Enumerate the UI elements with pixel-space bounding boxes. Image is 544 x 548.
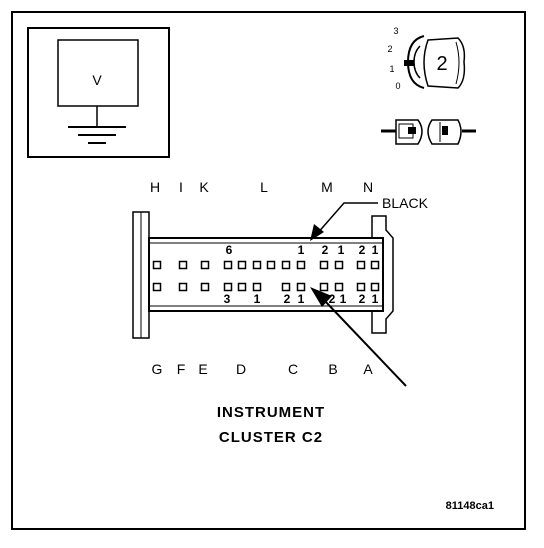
terminal-cavity xyxy=(237,260,247,270)
connector-body xyxy=(132,211,394,339)
terminal-cavity xyxy=(266,260,276,270)
diagram-frame xyxy=(11,11,526,530)
terminal-cavity xyxy=(223,260,233,270)
arrow-head xyxy=(310,287,332,307)
cavity-letter: N xyxy=(363,179,373,195)
pin-number: 1 xyxy=(340,292,347,306)
terminal-cavities xyxy=(152,260,380,292)
cavity-letter: A xyxy=(363,361,373,377)
bottom-cavity-letters: G F E D C B A xyxy=(152,361,374,377)
terminal-cavity xyxy=(370,260,380,270)
cavity-letter: H xyxy=(150,179,160,195)
pin-number: 1 xyxy=(338,243,345,257)
terminal-cavity xyxy=(237,282,247,292)
terminal-cavity xyxy=(178,282,188,292)
figure-id: 81148ca1 xyxy=(446,500,494,512)
pin-number: 2 xyxy=(284,292,291,306)
terminal-cavity xyxy=(252,260,262,270)
bottom-row-pin-numbers: 3 1 2 1 2 1 2 1 xyxy=(224,292,379,306)
terminal-cavity xyxy=(296,282,306,292)
position-label: 1 xyxy=(389,64,394,74)
pin-number: 2 xyxy=(329,292,336,306)
terminal-cavity xyxy=(334,260,344,270)
connector-number: 2 xyxy=(436,53,447,75)
terminal-cavity xyxy=(152,282,162,292)
position-label: 3 xyxy=(393,26,398,36)
terminal-cavity xyxy=(281,282,291,292)
top-cavity-letters: H I K L M N xyxy=(150,179,373,195)
terminal-cavity xyxy=(200,260,210,270)
terminal-cavity xyxy=(356,282,366,292)
probe-arrow xyxy=(323,299,407,387)
pin-number: 1 xyxy=(372,243,379,257)
cavity-letter: M xyxy=(321,179,333,195)
top-row-pin-numbers: 6 1 2 1 2 1 xyxy=(226,243,379,257)
wire-color-label: BLACK xyxy=(382,195,429,211)
pin-number: 1 xyxy=(298,243,305,257)
cavity-letter: F xyxy=(177,361,186,377)
terminal-cavity xyxy=(152,260,162,270)
position-label: 2 xyxy=(387,44,392,54)
mating-connectors-icon xyxy=(381,119,476,145)
cavity-letter: K xyxy=(199,179,209,195)
terminal-cavity xyxy=(223,282,233,292)
cavity-letter: C xyxy=(288,361,298,377)
pin-number: 2 xyxy=(359,243,366,257)
terminal-cavity xyxy=(296,260,306,270)
caption-line-1: INSTRUMENT xyxy=(217,404,325,421)
terminal-cavity xyxy=(319,282,329,292)
terminal-cavity xyxy=(370,282,380,292)
cavity-letter: E xyxy=(198,361,207,377)
cavity-letter: I xyxy=(179,179,183,195)
terminal-cavity xyxy=(252,282,262,292)
terminal-cavity xyxy=(281,260,291,270)
terminal-cavity xyxy=(319,260,329,270)
terminal-cavity xyxy=(200,282,210,292)
pin-number: 1 xyxy=(254,292,261,306)
pin-number: 1 xyxy=(372,292,379,306)
arrow-head xyxy=(310,224,324,241)
pin-number: 1 xyxy=(298,292,305,306)
voltmeter-symbol: V xyxy=(27,27,170,158)
terminal-cavity xyxy=(356,260,366,270)
cavity-letter: G xyxy=(152,361,163,377)
cavity-letter: L xyxy=(260,179,268,195)
pin-number: 6 xyxy=(226,243,233,257)
caption-line-2: CLUSTER C2 xyxy=(219,429,323,446)
connector-lock-icon: 2 3 2 1 0 xyxy=(387,26,466,91)
pin-number: 3 xyxy=(224,292,231,306)
position-label: 0 xyxy=(395,81,400,91)
terminal-cavity xyxy=(178,260,188,270)
voltmeter-label: V xyxy=(92,72,102,88)
pin-number: 2 xyxy=(322,243,329,257)
cavity-letter: D xyxy=(236,361,246,377)
cavity-letter: B xyxy=(328,361,337,377)
leader-line xyxy=(315,202,378,236)
pin-number: 2 xyxy=(359,292,366,306)
terminal-cavity xyxy=(334,282,344,292)
